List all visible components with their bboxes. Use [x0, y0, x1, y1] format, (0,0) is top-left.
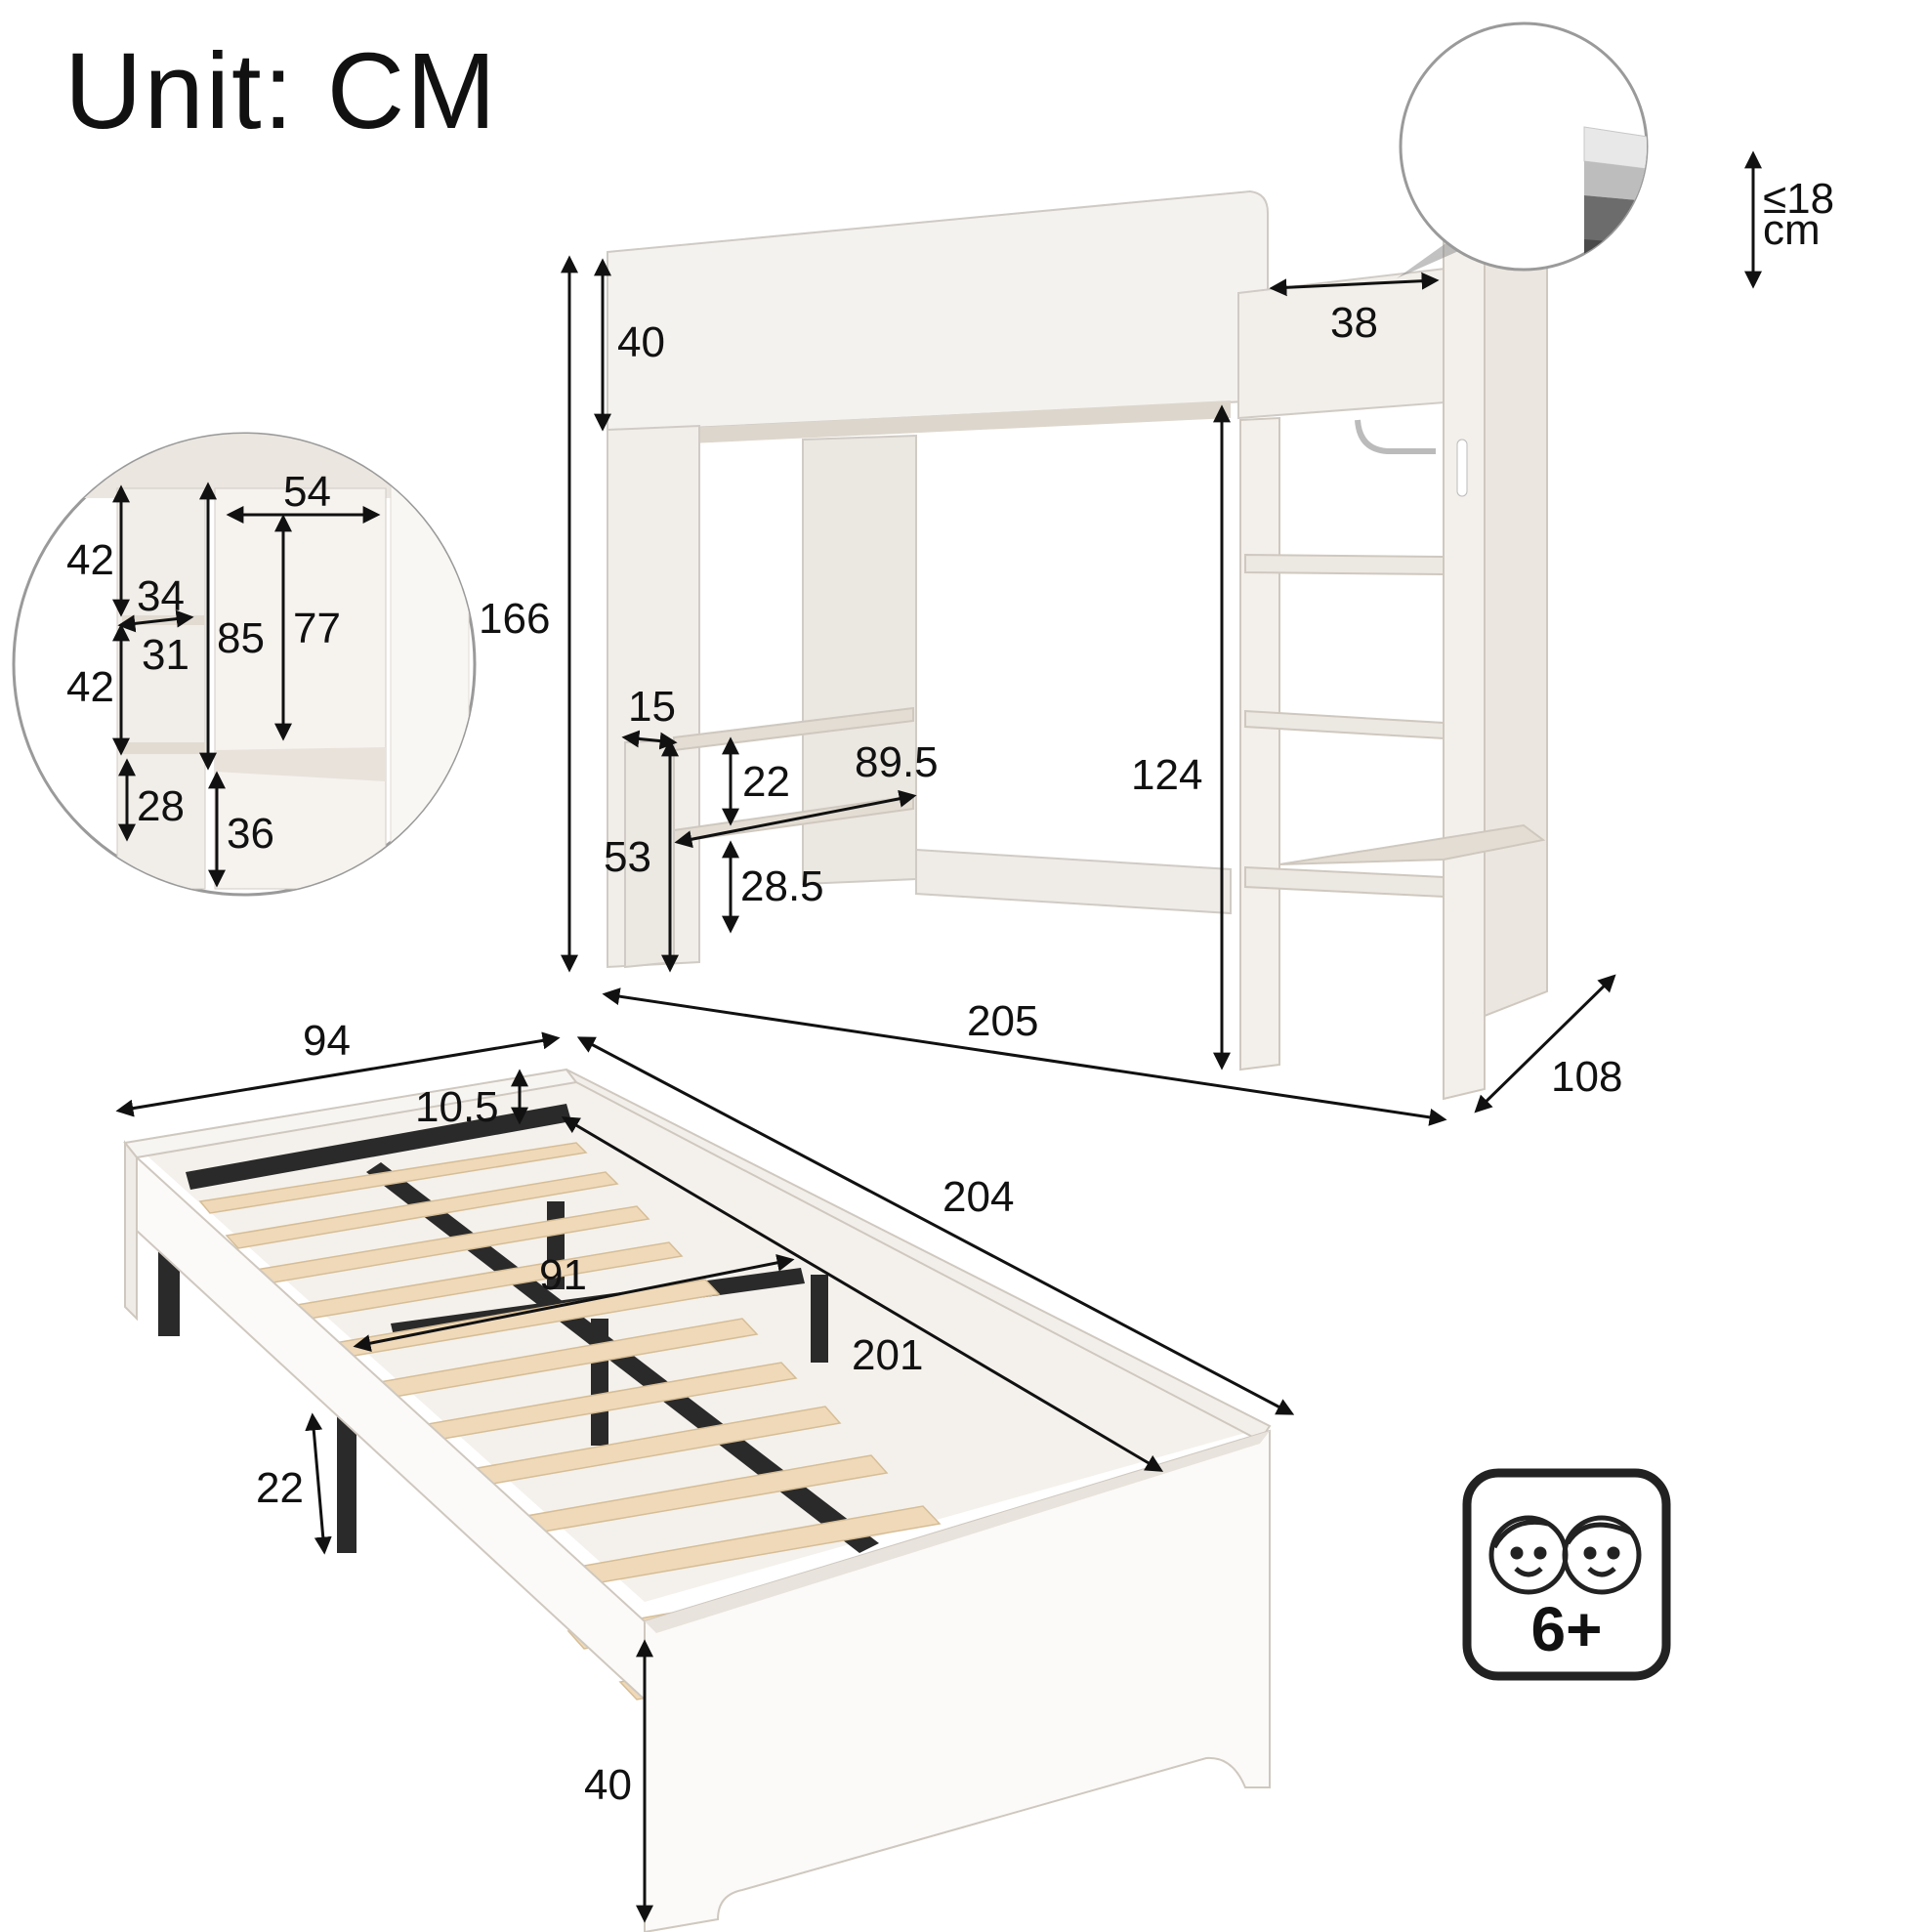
trundle-total-height: 40: [584, 1761, 632, 1809]
trundle-side-height: 10.5: [415, 1083, 499, 1131]
drawer-height: 28: [137, 782, 185, 830]
desk-depth: 15: [628, 683, 676, 731]
wardrobe-dimensions: [112, 482, 381, 888]
shelf-width: 54: [283, 468, 331, 516]
loft-guardrail-height: 40: [617, 318, 665, 366]
cabinet-height: 85: [217, 614, 265, 662]
lower-shelf-height: 42: [66, 663, 114, 711]
trundle-leg-height: 22: [256, 1464, 304, 1512]
mattress-thickness-limit: ≤18: [1763, 175, 1834, 223]
desk-height: 53: [604, 833, 651, 881]
shelf-depth-inner: 31: [142, 631, 189, 679]
loft-under-clearance: 124: [1131, 751, 1202, 799]
loft-width: 108: [1551, 1053, 1622, 1101]
age-badge: 6+: [1462, 1468, 1671, 1681]
loft-bed-illustration: [607, 159, 1548, 1101]
mattress-unit: cm: [1763, 206, 1821, 254]
trundle-outer-length: 204: [943, 1173, 1014, 1221]
desk-lower-gap: 28.5: [740, 862, 824, 910]
desk-length: 89.5: [855, 738, 939, 786]
shelf-depth-outer: 34: [137, 572, 185, 620]
loft-total-height: 166: [479, 595, 550, 643]
base-height: 36: [227, 810, 274, 858]
mattress-note: ≤18 cm: [1763, 175, 1834, 254]
trundle-inner-length: 201: [852, 1331, 923, 1379]
loft-length: 205: [967, 997, 1038, 1045]
trundle-inner-width: 91: [539, 1251, 587, 1299]
upper-shelf-height: 42: [66, 536, 114, 584]
desk-upper-gap: 22: [742, 758, 790, 806]
unit-title: Unit: CM: [64, 31, 498, 151]
hanging-height: 77: [293, 605, 341, 652]
trundle-outer-width: 94: [303, 1017, 351, 1065]
mattress-magnifier: [1397, 21, 1762, 289]
loft-dimensions: [561, 255, 1616, 1126]
loft-ladder-width: 38: [1330, 299, 1378, 347]
trundle-dimensions: [115, 1031, 1295, 1923]
age-label: 6+: [1531, 1594, 1603, 1664]
children-faces-icon: [1488, 1515, 1642, 1595]
